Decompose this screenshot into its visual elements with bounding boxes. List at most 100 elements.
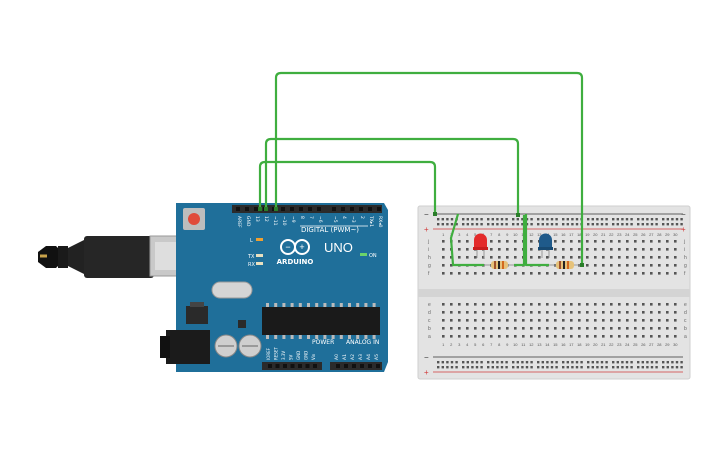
analog-pin[interactable] xyxy=(360,364,364,368)
rail-hole[interactable] xyxy=(537,218,540,221)
rail-hole[interactable] xyxy=(487,223,490,226)
rail-hole[interactable] xyxy=(521,223,524,226)
breadboard-hole[interactable] xyxy=(642,303,645,306)
breadboard-hole[interactable] xyxy=(650,248,653,251)
analog-pin[interactable] xyxy=(336,364,340,368)
rail-hole[interactable] xyxy=(571,218,574,221)
breadboard-hole[interactable] xyxy=(634,311,637,314)
rail-hole[interactable] xyxy=(546,361,549,364)
breadboard-hole[interactable] xyxy=(594,248,597,251)
breadboard-hole[interactable] xyxy=(666,256,669,259)
breadboard-hole[interactable] xyxy=(538,319,541,322)
breadboard-hole[interactable] xyxy=(586,303,589,306)
rail-hole[interactable] xyxy=(625,361,629,364)
rail-hole[interactable] xyxy=(471,361,474,364)
header-pin[interactable] xyxy=(359,207,363,211)
breadboard-hole[interactable] xyxy=(642,327,645,330)
breadboard-hole[interactable] xyxy=(626,256,629,259)
rail-hole[interactable] xyxy=(671,218,674,221)
breadboard-hole[interactable] xyxy=(626,311,629,314)
breadboard-hole[interactable] xyxy=(578,248,581,251)
breadboard-hole[interactable] xyxy=(586,335,589,338)
header-pin[interactable] xyxy=(281,207,285,211)
rail-hole[interactable] xyxy=(591,366,594,369)
breadboard-hole[interactable] xyxy=(458,303,461,306)
rail-hole[interactable] xyxy=(462,223,465,226)
breadboard-hole[interactable] xyxy=(538,327,541,330)
breadboard-hole[interactable] xyxy=(610,272,613,275)
breadboard-hole[interactable] xyxy=(666,248,669,251)
rail-hole[interactable] xyxy=(600,366,604,369)
breadboard-hole[interactable] xyxy=(490,311,493,314)
breadboard-hole[interactable] xyxy=(642,264,645,267)
breadboard-hole[interactable] xyxy=(458,327,461,330)
breadboard-hole[interactable] xyxy=(466,319,469,322)
rail-hole[interactable] xyxy=(680,223,683,226)
breadboard-hole[interactable] xyxy=(466,311,469,314)
breadboard-hole[interactable] xyxy=(490,327,493,330)
rail-hole[interactable] xyxy=(441,366,444,369)
breadboard-hole[interactable] xyxy=(538,311,541,314)
rail-hole[interactable] xyxy=(530,223,533,226)
rail-hole[interactable] xyxy=(655,361,658,364)
rail-hole[interactable] xyxy=(455,361,458,364)
rail-hole[interactable] xyxy=(646,223,649,226)
breadboard-hole[interactable] xyxy=(530,319,533,322)
rail-hole[interactable] xyxy=(466,366,469,369)
breadboard-hole[interactable] xyxy=(498,311,501,314)
rail-hole[interactable] xyxy=(562,218,565,221)
analog-pin[interactable] xyxy=(368,364,372,368)
rail-hole[interactable] xyxy=(455,223,458,226)
rail-hole[interactable] xyxy=(675,223,679,226)
rail-hole[interactable] xyxy=(521,218,524,221)
breadboard-hole[interactable] xyxy=(522,335,525,338)
breadboard-hole[interactable] xyxy=(658,272,661,275)
rail-hole[interactable] xyxy=(512,366,515,369)
rail-hole[interactable] xyxy=(646,366,649,369)
breadboard-hole[interactable] xyxy=(514,303,517,306)
breadboard-hole[interactable] xyxy=(642,256,645,259)
breadboard-hole[interactable] xyxy=(490,303,493,306)
rail-hole[interactable] xyxy=(541,223,544,226)
rail-hole[interactable] xyxy=(500,366,504,369)
breadboard-hole[interactable] xyxy=(570,272,573,275)
rail-hole[interactable] xyxy=(525,361,529,364)
breadboard-hole[interactable] xyxy=(658,311,661,314)
rail-hole[interactable] xyxy=(621,361,624,364)
breadboard-hole[interactable] xyxy=(562,311,565,314)
breadboard-hole[interactable] xyxy=(498,303,501,306)
breadboard-hole[interactable] xyxy=(642,319,645,322)
breadboard-hole[interactable] xyxy=(538,272,541,275)
rail-hole[interactable] xyxy=(571,361,574,364)
rail-hole[interactable] xyxy=(475,223,479,226)
breadboard-hole[interactable] xyxy=(490,272,493,275)
breadboard-hole[interactable] xyxy=(562,240,565,243)
breadboard-hole[interactable] xyxy=(634,256,637,259)
breadboard-hole[interactable] xyxy=(666,335,669,338)
rail-hole[interactable] xyxy=(437,361,440,364)
breadboard-hole[interactable] xyxy=(458,311,461,314)
rail-hole[interactable] xyxy=(550,361,554,364)
rail-hole[interactable] xyxy=(605,218,608,221)
breadboard-hole[interactable] xyxy=(650,311,653,314)
breadboard-hole[interactable] xyxy=(546,256,549,259)
rail-hole[interactable] xyxy=(450,361,454,364)
breadboard-hole[interactable] xyxy=(506,240,509,243)
rail-hole[interactable] xyxy=(646,218,649,221)
rail-hole[interactable] xyxy=(596,223,599,226)
breadboard-hole[interactable] xyxy=(602,256,605,259)
breadboard-hole[interactable] xyxy=(562,319,565,322)
analog-pin[interactable] xyxy=(376,364,380,368)
breadboard-hole[interactable] xyxy=(514,248,517,251)
rail-hole[interactable] xyxy=(496,223,499,226)
breadboard-hole[interactable] xyxy=(594,327,597,330)
rail-hole[interactable] xyxy=(550,223,554,226)
power-pin[interactable] xyxy=(275,364,280,368)
resistor-2[interactable] xyxy=(549,261,582,269)
breadboard-hole[interactable] xyxy=(658,248,661,251)
breadboard-hole[interactable] xyxy=(442,264,445,267)
rail-hole[interactable] xyxy=(675,366,679,369)
breadboard-hole[interactable] xyxy=(674,240,677,243)
breadboard-hole[interactable] xyxy=(610,311,613,314)
rail-hole[interactable] xyxy=(471,223,474,226)
